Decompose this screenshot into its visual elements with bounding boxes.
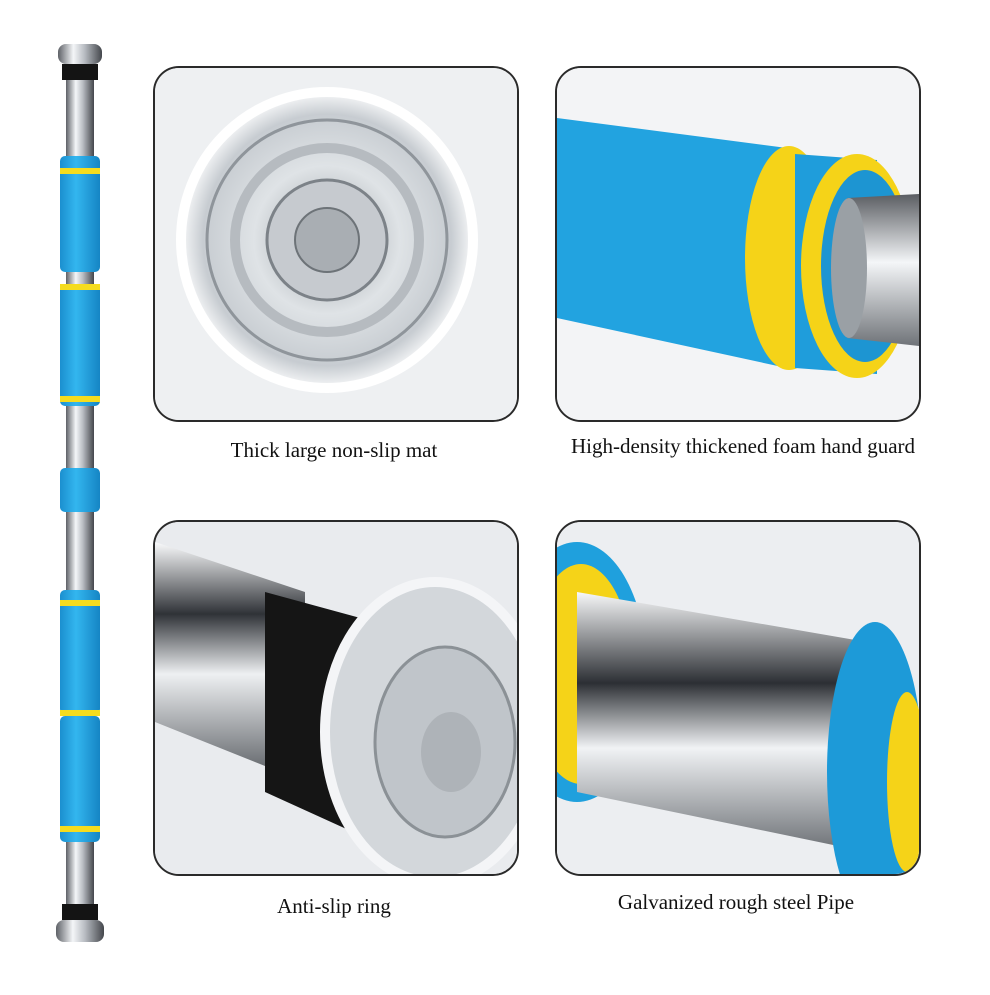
feature-caption-mat: Thick large non-slip mat	[230, 438, 438, 462]
pull-up-bar-image	[40, 0, 120, 990]
feature-caption-ring: Anti-slip ring	[277, 894, 391, 918]
feature-caption-pipe: Galvanized rough steel Pipe	[617, 890, 855, 914]
steel-pipe-photo	[555, 520, 921, 876]
non-slip-mat-photo	[153, 66, 519, 422]
feature-caption-foam: High-density thickened foam hand guard	[570, 434, 916, 458]
anti-slip-ring-photo	[153, 520, 519, 876]
foam-hand-guard-photo	[555, 66, 921, 422]
